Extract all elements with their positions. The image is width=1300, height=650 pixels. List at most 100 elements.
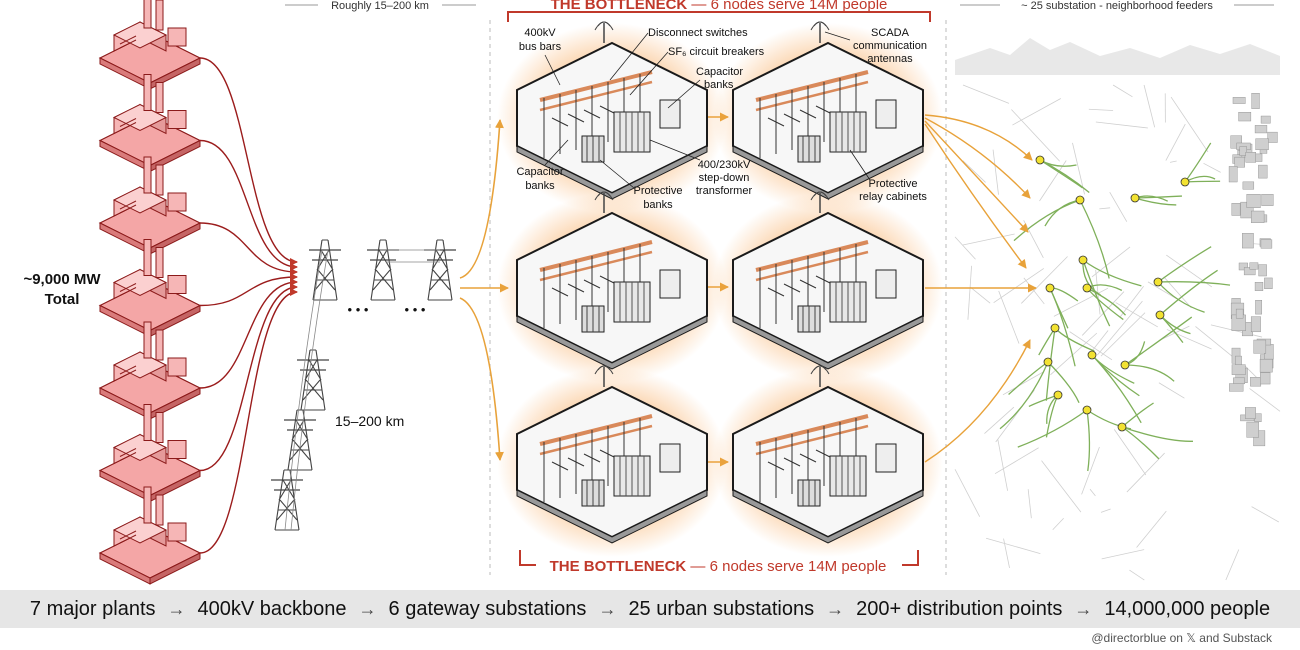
bottleneck-bracket-bottom (519, 550, 919, 566)
city-block (1246, 421, 1259, 438)
feeder-line (1124, 364, 1175, 382)
feeder-line (1049, 287, 1069, 329)
city-street (954, 469, 981, 517)
city-block (1228, 166, 1238, 183)
urban-substation-node (1180, 177, 1190, 187)
feeder-line (1082, 259, 1142, 287)
callout-transformer: 400/230kV step-down transformer (649, 139, 752, 197)
city-street (1109, 192, 1128, 222)
feeder-line (1054, 327, 1095, 352)
feeder-line (1121, 426, 1160, 460)
urban-substation-node (1053, 390, 1063, 400)
tower-ellipsis-1: • • • (348, 302, 369, 317)
svg-text:relay cabinets: relay cabinets (859, 191, 927, 203)
urban-substation-node (1082, 405, 1092, 415)
feeder-line (1039, 159, 1083, 189)
plant-feed-line (199, 283, 298, 472)
feeder-line (1047, 361, 1080, 404)
tower-ellipsis-2: • • • (405, 302, 426, 317)
urban-substation-node (1117, 422, 1127, 432)
city-block (1267, 131, 1278, 143)
total-capacity-sub: Total (45, 291, 80, 308)
city-street (1147, 281, 1177, 300)
plant-feed-line (199, 222, 298, 276)
city-street (962, 160, 986, 183)
feeder-line (1121, 426, 1193, 442)
city-street (962, 233, 1015, 246)
city-block (1260, 372, 1271, 385)
city-street (1136, 510, 1167, 548)
city-block (1231, 203, 1241, 216)
city-street (1101, 549, 1145, 560)
flow-step-urban: 25 urban substations (628, 597, 815, 620)
city-street (1072, 142, 1085, 195)
city-block (1259, 358, 1273, 373)
city-street (1002, 371, 1044, 396)
city-block (1254, 282, 1264, 291)
svg-text:SF₆ circuit breakers: SF₆ circuit breakers (668, 46, 765, 58)
callout-relay-cabinets: Protective relay cabinets (849, 149, 927, 203)
feeder-line (1044, 199, 1081, 227)
city-street (1003, 538, 1010, 569)
city-block (1250, 316, 1261, 333)
city-street (962, 84, 1010, 104)
transmission-distance: 15–200 km (335, 413, 404, 429)
city-block (1255, 300, 1263, 315)
top-distance-note: Roughly 15–200 km (285, 0, 476, 12)
svg-text:antennas: antennas (867, 53, 913, 65)
city-street (986, 537, 1041, 555)
flow-step-plants: 7 major plants (29, 597, 156, 620)
callout-disconnect-switches: Disconnect switches (609, 27, 748, 81)
svg-text:bus bars: bus bars (519, 41, 562, 53)
urban-substation-node (1130, 193, 1140, 203)
city-block (1245, 407, 1256, 419)
city-street (1100, 312, 1146, 357)
flow-arrow-icon: → (598, 598, 617, 619)
svg-text:banks: banks (643, 199, 673, 211)
city-street (1011, 109, 1060, 162)
city-block (1249, 262, 1259, 270)
callout-scada: SCADA communication antennas (824, 27, 927, 65)
urban-substation-node (1120, 360, 1130, 370)
flow-arrow-icon: → (1074, 598, 1093, 619)
feeder-line (1124, 316, 1193, 366)
city-block (1250, 210, 1265, 223)
svg-text:step-down: step-down (699, 172, 750, 184)
city-block (1251, 93, 1260, 109)
city-street (1203, 162, 1221, 173)
feeder-line (1134, 197, 1177, 206)
city-street (1129, 569, 1145, 581)
svg-text:banks: banks (704, 79, 734, 91)
city-block (1260, 115, 1271, 124)
callout-circuit-breakers: SF₆ circuit breakers (629, 46, 765, 96)
city-street (1088, 108, 1114, 111)
city-street (1081, 291, 1125, 336)
feeder-line (1086, 409, 1091, 472)
city-block (1253, 430, 1266, 447)
city-block (1260, 239, 1273, 249)
city-street (1069, 331, 1113, 361)
city-street (1119, 286, 1144, 318)
city-street (1081, 446, 1100, 495)
urban-substation-node (1043, 357, 1053, 367)
city-block (1231, 364, 1246, 375)
city-block (1234, 156, 1245, 168)
city-street (1095, 269, 1101, 315)
city-street (1165, 123, 1186, 161)
city-street (1091, 246, 1131, 278)
city-street (993, 268, 1044, 304)
plant-feed-line (199, 57, 298, 266)
city-block (1235, 308, 1244, 319)
city-street (1027, 489, 1032, 519)
city-street (1112, 84, 1133, 98)
feeder-line (1045, 327, 1056, 401)
plant-feed-line (199, 278, 298, 389)
city-street (1052, 517, 1064, 531)
svg-text:Disconnect switches: Disconnect switches (648, 27, 748, 39)
city-street (954, 236, 976, 260)
city-street (1166, 329, 1212, 350)
city-block (1245, 152, 1256, 163)
city-street (994, 447, 1039, 475)
feeder-line (1082, 259, 1111, 327)
